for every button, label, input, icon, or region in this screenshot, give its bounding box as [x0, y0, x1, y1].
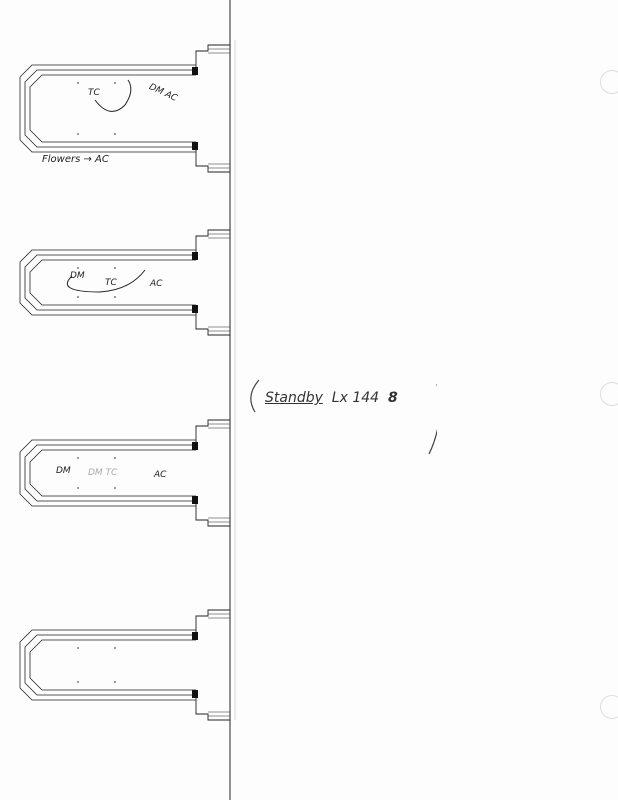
annotation-dm-tc: DM TC	[88, 468, 118, 478]
binder-hole	[600, 695, 618, 719]
wing-upper	[195, 419, 230, 442]
stage-edge	[29, 639, 196, 691]
stage-edge	[29, 259, 196, 306]
proscenium-block	[192, 305, 198, 313]
spike-mark	[77, 681, 79, 683]
spike-mark	[114, 457, 116, 459]
standby-note: Standby Lx 144 8	[247, 376, 437, 456]
steps-lower	[208, 711, 230, 717]
spike-mark	[77, 647, 79, 649]
annotation-tc: TC	[105, 278, 117, 288]
wing-lower	[195, 313, 230, 336]
standby-label: Standby	[265, 390, 323, 406]
spike-mark	[77, 267, 79, 269]
annotation-ac: AC	[154, 470, 167, 480]
proscenium-block	[192, 67, 198, 75]
wing-upper	[195, 609, 230, 632]
spike-mark	[114, 296, 116, 298]
stage-edge	[19, 629, 196, 701]
wing-lower	[195, 504, 230, 527]
proscenium-block	[192, 442, 198, 450]
spike-mark	[114, 647, 116, 649]
spike-mark	[114, 82, 116, 84]
stage-edge	[24, 254, 196, 311]
proscenium-block	[192, 632, 198, 640]
cross-arrow	[94, 79, 132, 112]
spike-mark	[77, 487, 79, 489]
proscenium-block	[192, 142, 198, 150]
stage-edge	[29, 449, 196, 497]
annotation-dm: DM	[56, 466, 71, 476]
steps-upper	[208, 423, 230, 429]
proscenium-block	[192, 252, 198, 260]
wing-upper	[195, 229, 230, 252]
cue-label: Lx 144	[331, 390, 380, 406]
steps-lower	[208, 163, 230, 169]
stage-edge	[24, 444, 196, 502]
wing-lower	[195, 698, 230, 721]
proscenium-block	[192, 690, 198, 698]
steps-upper	[208, 48, 230, 54]
cross-arrow	[66, 269, 146, 293]
wing-lower	[195, 150, 230, 173]
annotation-ac: AC	[150, 279, 163, 289]
proscenium-block	[192, 496, 198, 504]
stage-edge	[24, 69, 196, 148]
binder-hole	[600, 382, 618, 406]
binder-hole	[600, 70, 618, 94]
wing-upper	[195, 44, 230, 67]
spike-mark	[114, 487, 116, 489]
spike-mark	[114, 267, 116, 269]
spike-mark	[77, 133, 79, 135]
spike-mark	[77, 296, 79, 298]
cue-mark: 8	[387, 390, 398, 406]
annotation-tc: TC	[88, 88, 100, 98]
steps-lower	[208, 517, 230, 523]
spike-mark	[114, 681, 116, 683]
steps-upper	[208, 233, 230, 239]
spike-mark	[114, 133, 116, 135]
spike-mark	[77, 82, 79, 84]
steps-lower	[208, 326, 230, 332]
stage-edge	[24, 634, 196, 696]
annotation-dm: DM	[70, 271, 85, 281]
steps-upper	[208, 613, 230, 619]
stage-edge	[19, 249, 196, 316]
stage-edge	[19, 64, 196, 153]
caption-flowers: Flowers → AC	[42, 154, 109, 165]
stage-edge	[19, 439, 196, 507]
spike-mark	[77, 457, 79, 459]
stage-edge	[29, 74, 196, 143]
